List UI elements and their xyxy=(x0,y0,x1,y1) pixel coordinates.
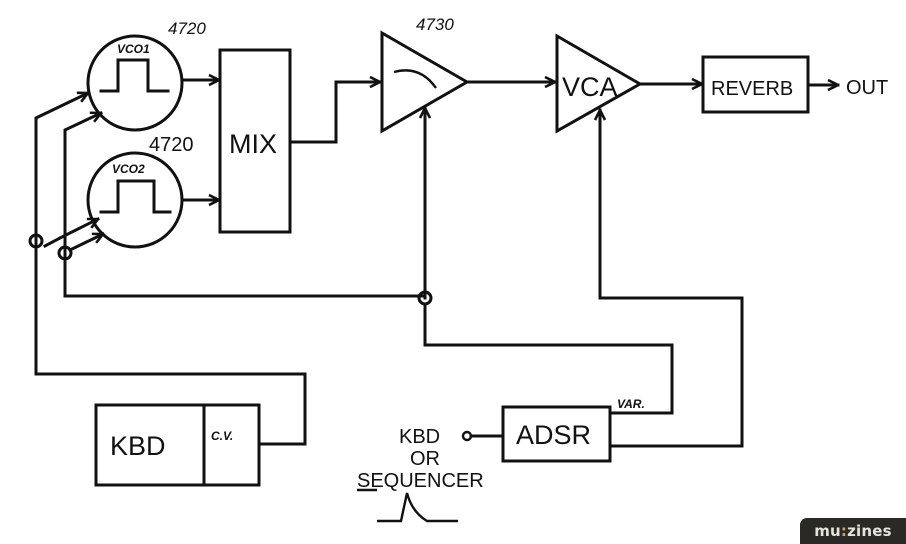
kbd-cv-to-vco1-wire xyxy=(34,90,88,376)
vco2-label: VCO2 xyxy=(112,162,145,176)
junction-mod-bus xyxy=(57,245,73,261)
vco2-block: VCO2 4720 xyxy=(86,134,194,249)
mix-to-vcf-wire xyxy=(289,82,382,144)
square-wave-icon xyxy=(99,179,172,214)
out-label: OUT xyxy=(846,77,888,99)
adsr-label: ADSR xyxy=(516,420,591,450)
trigger-kbd-label: KBD xyxy=(399,426,440,448)
kbd-block: KBD C.V. xyxy=(94,403,261,487)
reverb-label: REVERB xyxy=(711,78,793,100)
trigger-pulse-icon xyxy=(377,492,458,523)
trigger-or-label: OR xyxy=(410,448,440,470)
logo-suffix: zines xyxy=(847,522,892,540)
adsr-block: ADSR VAR. xyxy=(501,397,645,463)
mix-block: MIX xyxy=(218,48,292,234)
vcf-part-number: 4730 xyxy=(416,15,454,34)
kbd-cv-label: C.V. xyxy=(211,429,233,443)
logo-prefix: mu xyxy=(814,522,841,540)
kbd-box xyxy=(94,403,261,487)
vca-block: VCA xyxy=(555,33,644,134)
adsr-var-to-filter-wire xyxy=(423,302,674,415)
trigger-source: KBD OR SEQUENCER xyxy=(357,426,505,523)
junction-kbd-cv xyxy=(28,233,44,249)
adsr-box xyxy=(501,405,612,463)
kbd-cv-return-wire xyxy=(34,372,307,446)
lowpass-curve-icon xyxy=(393,69,437,89)
vca-triangle xyxy=(555,33,644,134)
vco1-label: VCO1 xyxy=(117,42,150,56)
reverb-block: REVERB xyxy=(701,55,810,114)
logo-separator: : xyxy=(840,522,848,540)
mix-label: MIX xyxy=(229,129,277,159)
vco1-block: VCO1 4720 xyxy=(86,19,206,132)
vco2-part-number: 4720 xyxy=(149,134,194,156)
adsr-var-label: VAR. xyxy=(617,397,645,411)
trigger-sequencer-label: SEQUENCER xyxy=(357,470,484,492)
vco1-part-number: 4720 xyxy=(168,19,206,38)
adsr-to-vca-wire xyxy=(600,108,744,448)
vca-label: VCA xyxy=(562,72,618,102)
mod-bus-to-vco1-wire xyxy=(63,111,101,298)
muzines-logo-badge: mu:zines xyxy=(800,518,906,544)
square-wave-icon xyxy=(99,58,170,93)
mod-bus-to-vco2-wire xyxy=(67,231,103,253)
kbd-label: KBD xyxy=(110,431,166,461)
vco1-circle xyxy=(86,34,184,132)
kbd-cv-branch-stub xyxy=(42,235,63,249)
